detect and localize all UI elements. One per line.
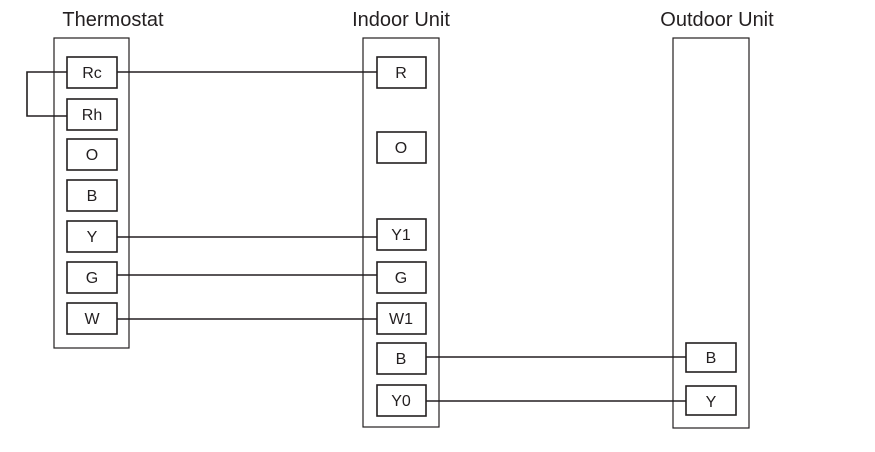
terminal-box — [685, 342, 737, 373]
terminal-label: O — [86, 147, 98, 164]
terminal-box — [376, 342, 427, 375]
terminal-label: Rc — [82, 65, 102, 82]
terminal-label: B — [396, 351, 407, 368]
terminal-indoor-b: B — [376, 342, 427, 375]
terminal-label: W — [84, 311, 100, 328]
terminal-indoor-o: O — [376, 131, 427, 164]
thermostat-title: Thermostat — [62, 9, 164, 31]
terminal-label: G — [86, 270, 98, 287]
terminal-indoor-w1: W1 — [376, 302, 427, 335]
terminal-box — [66, 261, 118, 294]
terminal-box — [376, 302, 427, 335]
terminal-label: O — [395, 140, 407, 157]
terminal-thermostat-y: Y — [66, 220, 118, 253]
terminal-box — [66, 56, 118, 89]
terminal-label: Rh — [82, 107, 102, 124]
terminal-indoor-y1: Y1 — [376, 218, 427, 251]
terminal-box — [376, 131, 427, 164]
outdoor-unit-title: Outdoor Unit — [660, 9, 774, 31]
jumper-rc-rh — [26, 71, 67, 117]
terminal-box — [376, 56, 427, 89]
terminal-indoor-r: R — [376, 56, 427, 89]
terminal-thermostat-b: B — [66, 179, 118, 212]
terminal-label: B — [706, 350, 717, 367]
terminal-label: W1 — [389, 311, 413, 328]
terminal-label: Y0 — [391, 393, 411, 410]
terminal-thermostat-g: G — [66, 261, 118, 294]
terminal-box — [66, 98, 118, 131]
terminal-label: Y1 — [391, 227, 411, 244]
terminal-outdoor-y: Y — [685, 385, 737, 416]
terminal-box — [376, 218, 427, 251]
thermostat-terminals: Rc Rh O B Y G W — [66, 56, 118, 335]
terminal-label: Y — [87, 229, 98, 246]
terminal-box — [685, 385, 737, 416]
terminal-label: B — [87, 188, 98, 205]
terminal-indoor-g: G — [376, 261, 427, 294]
indoor-unit-terminals: R O Y1 G W1 B Y0 — [376, 56, 427, 417]
terminal-thermostat-w: W — [66, 302, 118, 335]
terminal-box — [376, 384, 427, 417]
terminal-outdoor-b: B — [685, 342, 737, 373]
terminal-label: R — [395, 65, 407, 82]
terminal-indoor-y0: Y0 — [376, 384, 427, 417]
terminal-thermostat-rh: Rh — [66, 98, 118, 131]
terminal-box — [66, 179, 118, 212]
terminal-thermostat-o: O — [66, 138, 118, 171]
terminal-label: Y — [706, 394, 717, 411]
terminal-box — [376, 261, 427, 294]
terminal-thermostat-rc: Rc — [66, 56, 118, 89]
wires — [26, 71, 686, 402]
terminal-label: G — [395, 270, 407, 287]
outdoor-unit-terminals: B Y — [685, 342, 737, 416]
indoor-unit-title: Indoor Unit — [352, 9, 450, 31]
terminal-box — [66, 302, 118, 335]
terminal-box — [66, 138, 118, 171]
terminal-box — [66, 220, 118, 253]
